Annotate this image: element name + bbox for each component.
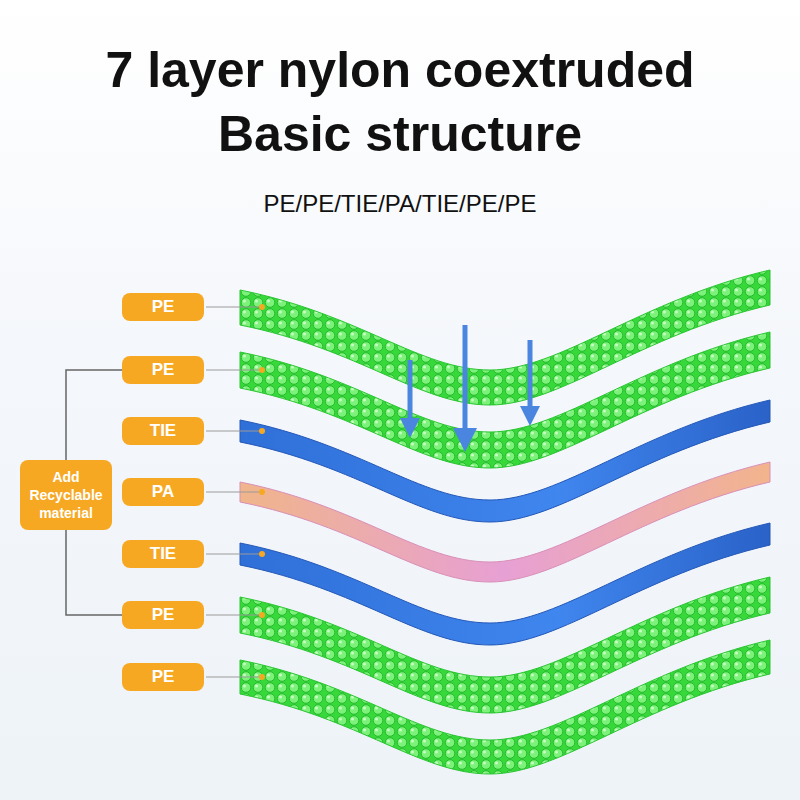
pa-layer [240, 462, 770, 582]
layer-label: PA [122, 478, 204, 506]
leader-line [206, 492, 262, 493]
arrow-head [520, 406, 540, 426]
leader-dot [259, 612, 265, 618]
leader-line [206, 431, 262, 432]
leader-dots [259, 304, 265, 680]
leader-dot [259, 367, 265, 373]
arrow-shaft [463, 325, 468, 430]
title: 7 layer nylon coextruded Basic structure [40, 38, 760, 166]
leader-dot [259, 428, 265, 434]
pe-layer [240, 270, 770, 405]
layer-label: PE [122, 663, 204, 691]
leader-line [206, 615, 262, 616]
pe-layer [240, 577, 770, 713]
layer-label: TIE [122, 540, 204, 568]
leader-dot [259, 489, 265, 495]
node-text: Add Recyclable material [26, 468, 106, 522]
layer-label: TIE [122, 417, 204, 445]
arrow-shaft [528, 340, 533, 408]
layer-label: PE [122, 356, 204, 384]
leader-lines [206, 307, 262, 677]
leader-line [206, 307, 262, 308]
node-text: TIE [150, 421, 176, 441]
arrow-shaft [408, 360, 413, 420]
leader-line [206, 554, 262, 555]
node-text: PE [152, 605, 175, 625]
layer-label: PE [122, 601, 204, 629]
node-text: TIE [150, 544, 176, 564]
leader-dot [259, 304, 265, 310]
leader-dot [259, 674, 265, 680]
node-text: PE [152, 667, 175, 687]
layer-label: PE [122, 293, 204, 321]
node-text: PA [152, 482, 174, 502]
node-text: PE [152, 297, 175, 317]
arrow-head [453, 428, 477, 452]
layer-sequence: PE/PE/TIE/PA/TIE/PE/PE [0, 190, 800, 218]
leader-line [206, 370, 262, 371]
bracket-line [66, 370, 122, 460]
pressure-arrows [400, 325, 540, 452]
tie-layer [240, 523, 770, 645]
note-box: Add Recyclable material [20, 460, 112, 530]
bracket-line [66, 530, 122, 615]
leader-dot [259, 551, 265, 557]
arrow-head [400, 418, 420, 438]
node-text: PE [152, 360, 175, 380]
leader-line [206, 677, 262, 678]
